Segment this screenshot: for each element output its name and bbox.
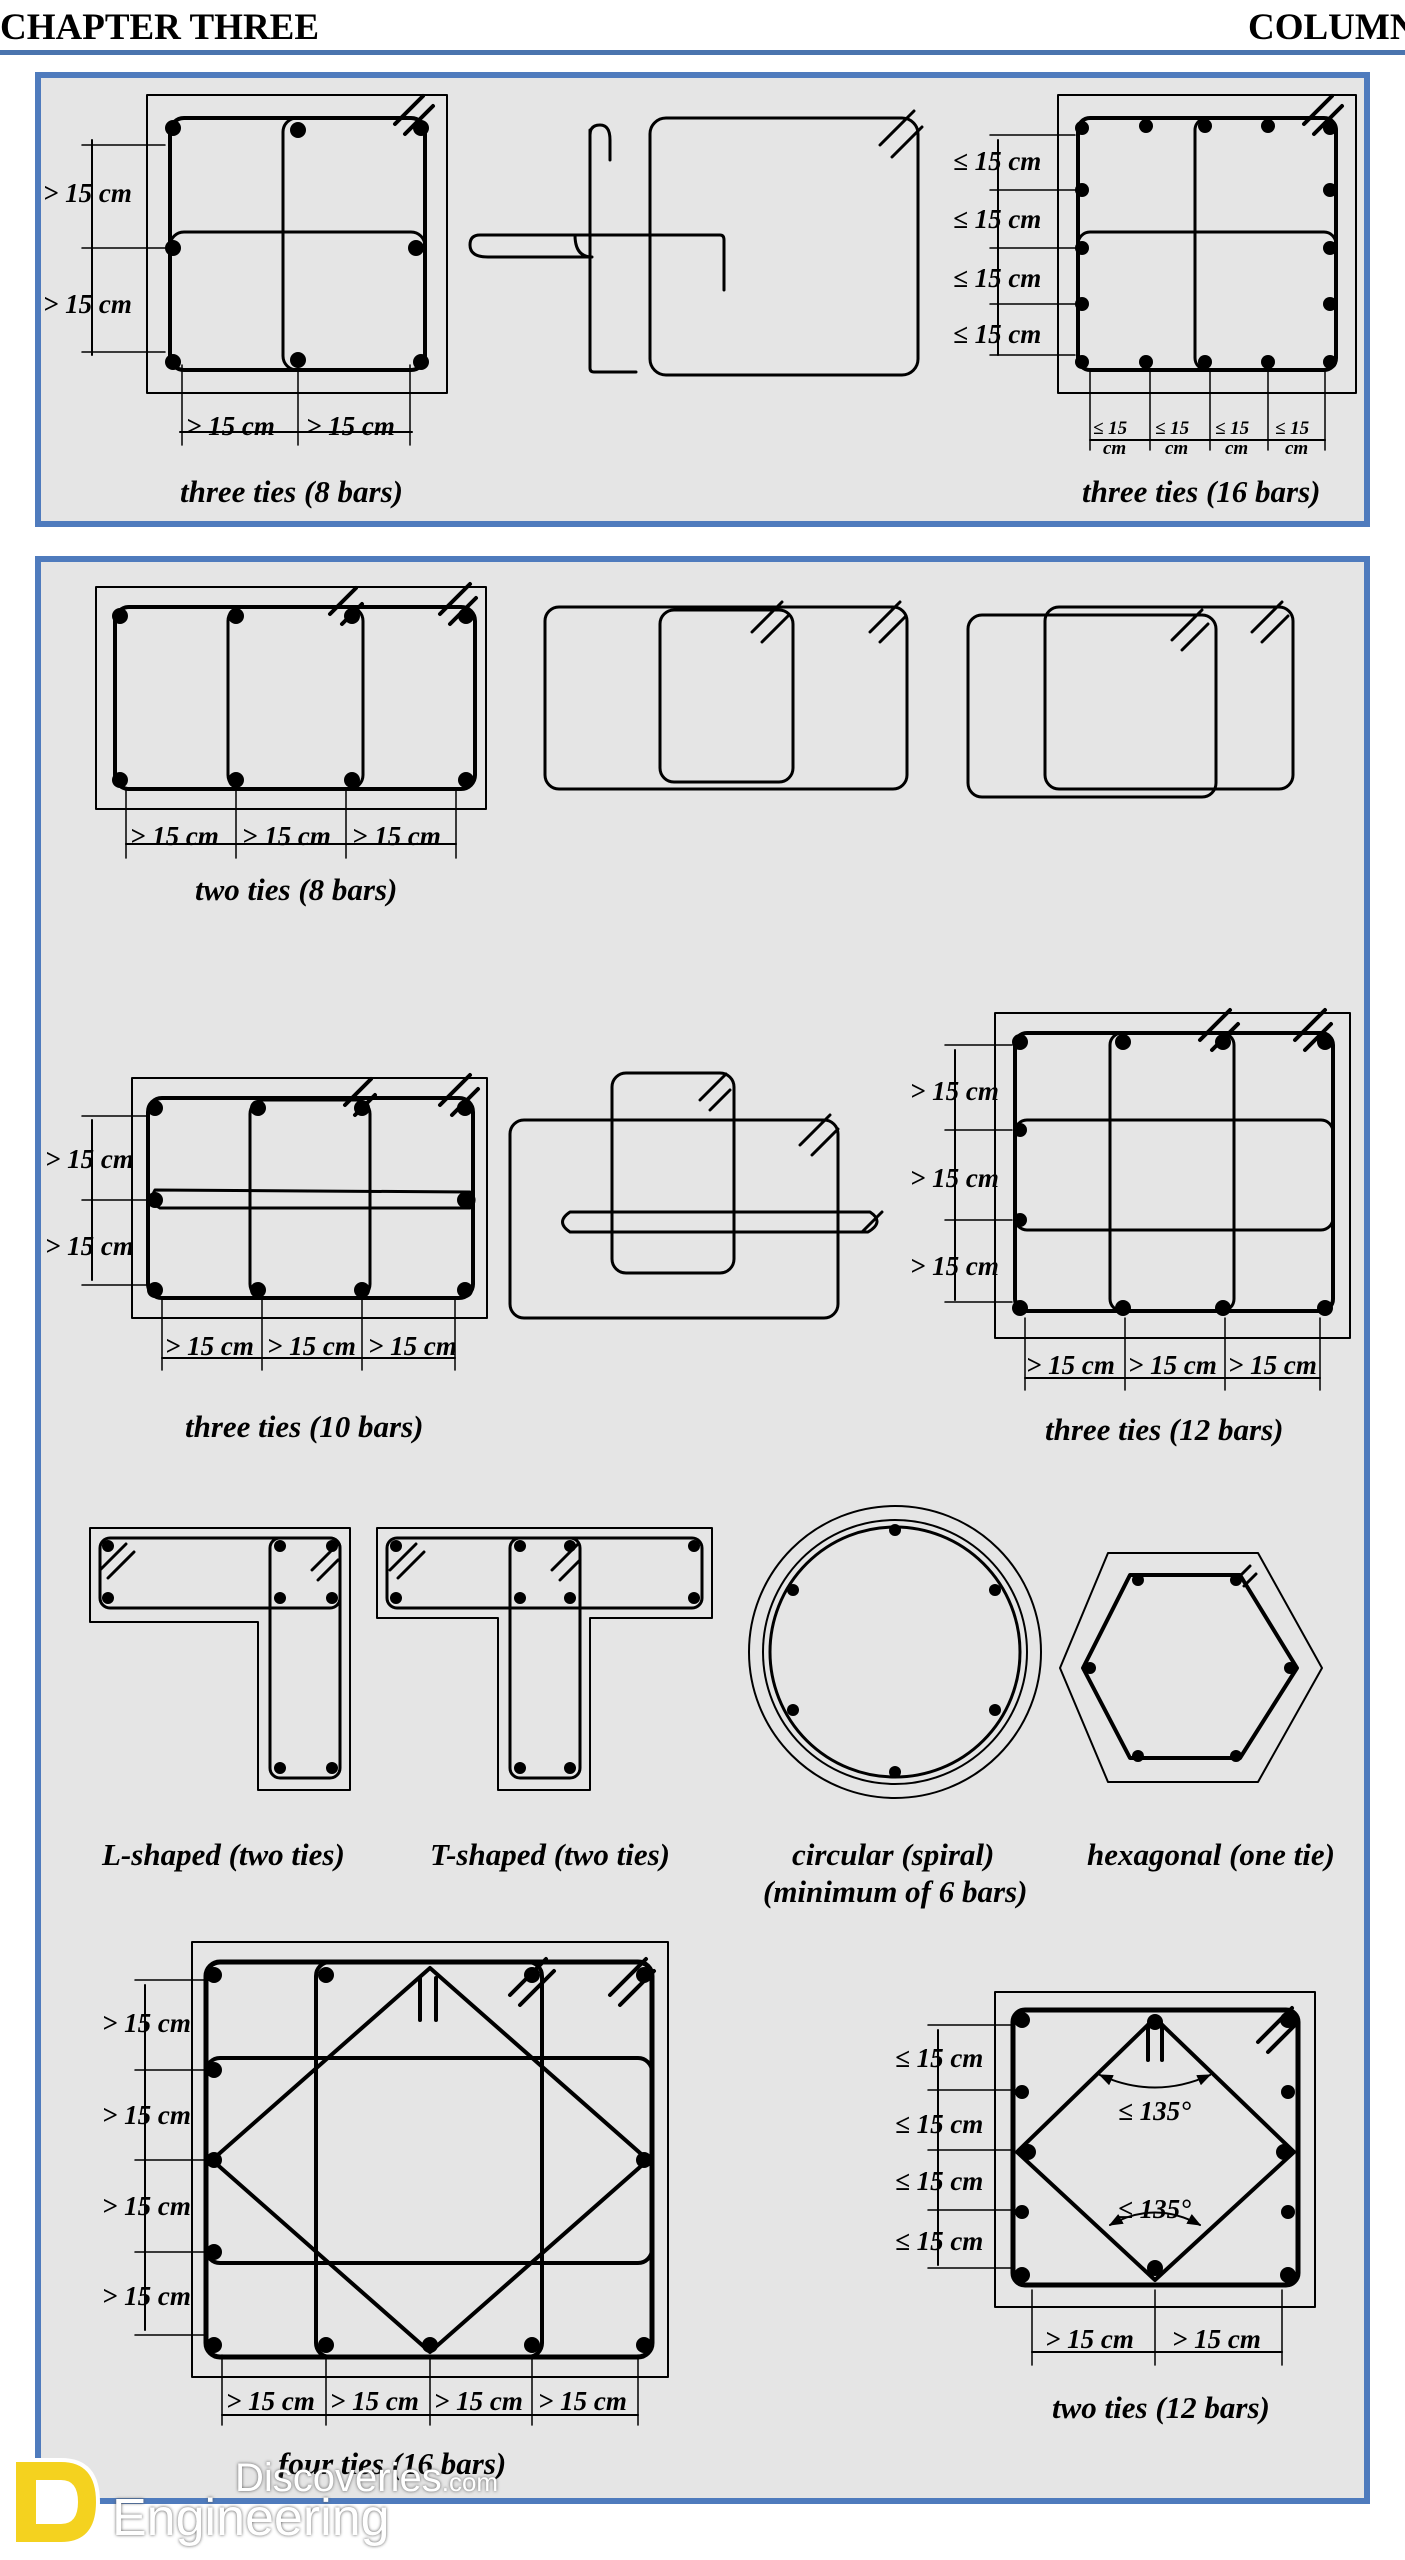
d10-caption: four ties (16 bars) [278,2446,506,2481]
d5-horizontal-spacing-2: > 15 cm [1128,1350,1217,1380]
d1-horizontal-spacing-1: > 15 cm [186,411,275,441]
d2-vertical-spacing-3: ≤ 15 cm [953,263,1041,293]
d5-horizontal-spacing-1: > 15 cm [1026,1350,1115,1380]
d2-horizontal-spacing-4-top: ≤ 15 [1275,418,1310,439]
d5-vertical-spacing-1: > 15 cm [910,1076,999,1106]
d4-horizontal-spacing-2: > 15 cm [267,1331,356,1361]
d3-horizontal-spacing-3: > 15 cm [352,821,441,851]
d3-horizontal-spacing-2: > 15 cm [242,821,331,851]
d5-vertical-spacing-3: > 15 cm [910,1251,999,1281]
d2-horizontal-spacing-3-top: ≤ 15 [1215,418,1250,439]
d2-vertical-spacing-2: ≤ 15 cm [953,204,1041,234]
diagram-three-ties-10-bars [81,1073,488,1371]
d10-vertical-spacing-3: > 15 cm [102,2191,191,2221]
d1-horizontal-spacing-2: > 15 cm [306,411,395,441]
d11-caption: two ties (12 bars) [1052,2390,1270,2425]
d11-vertical-spacing-1: ≤ 15 cm [895,2043,983,2073]
d2-horizontal-spacing-1-bot: cm [1103,438,1126,459]
d5-horizontal-spacing-3: > 15 cm [1228,1350,1317,1380]
diagram-four-ties-16-bars [134,1941,669,2426]
diagram-three-ties-16-bars [989,94,1357,451]
d2-vertical-spacing-1: ≤ 15 cm [953,146,1041,176]
d11-angle-top: ≤ 135° [1118,2096,1191,2126]
d11-angle-bottom: ≤ 135° [1118,2194,1191,2224]
section-title: COLUMN [1248,7,1405,48]
d2-horizontal-spacing-1-top: ≤ 15 [1093,418,1128,439]
d10-vertical-spacing-1: > 15 cm [102,2008,191,2038]
d4-vertical-spacing-2: > 15 cm [45,1231,134,1261]
top-panel [35,72,1370,527]
d1-vertical-spacing-2: > 15 cm [43,289,132,319]
d3-horizontal-spacing-1: > 15 cm [130,821,219,851]
d6-caption: L-shaped (two ties) [101,1837,345,1872]
d2-horizontal-spacing-2-bot: cm [1165,438,1188,459]
diagram-two-ties-8-bars [95,582,487,859]
d11-vertical-spacing-4: ≤ 15 cm [895,2226,983,2256]
d10-horizontal-spacing-4: > 15 cm [538,2386,627,2416]
diagram-l-shaped [89,1527,351,1791]
d11-horizontal-spacing-2: > 15 cm [1172,2324,1261,2354]
d2-horizontal-spacing-3-bot: cm [1225,438,1248,459]
d4-horizontal-spacing-1: > 15 cm [165,1331,254,1361]
d2-horizontal-spacing-4-bot: cm [1285,438,1308,459]
d10-horizontal-spacing-3: > 15 cm [434,2386,523,2416]
d8-caption-line2: (minimum of 6 bars) [763,1874,1027,1909]
d7-caption: T-shaped (two ties) [430,1837,670,1872]
d11-horizontal-spacing-1: > 15 cm [1045,2324,1134,2354]
diagram-circular-spiral [748,1505,1042,1799]
bottom-panel [35,556,1370,2504]
d10-horizontal-spacing-1: > 15 cm [226,2386,315,2416]
d4-vertical-spacing-1: > 15 cm [45,1144,134,1174]
diagram-three-ties-12-bars [944,1008,1351,1391]
diagram-hexagonal [1059,1552,1323,1783]
diagram-two-ties-components [543,600,1295,799]
diagram-two-ties-12-bars [927,1991,1316,2366]
d10-vertical-spacing-2: > 15 cm [102,2100,191,2130]
d11-vertical-spacing-3: ≤ 15 cm [895,2166,983,2196]
d1-caption: three ties (8 bars) [180,474,403,509]
page-header: CHAPTER THREE COLUMN [0,0,1405,55]
d2-vertical-spacing-4: ≤ 15 cm [953,319,1041,349]
d11-vertical-spacing-2: ≤ 15 cm [895,2109,983,2139]
d3-caption: two ties (8 bars) [195,872,397,907]
chapter-title: CHAPTER THREE [0,7,320,48]
d2-horizontal-spacing-2-top: ≤ 15 [1155,418,1190,439]
d10-vertical-spacing-4: > 15 cm [102,2281,191,2311]
watermark-line1: Discoveries.com [235,2456,499,2500]
d9-caption: hexagonal (one tie) [1087,1837,1335,1872]
d5-vertical-spacing-2: > 15 cm [910,1163,999,1193]
d8-caption-line1: circular (spiral) [792,1837,994,1872]
diagram-t-shaped [376,1527,713,1791]
d1-vertical-spacing-1: > 15 cm [43,178,132,208]
watermark: Discoveries.com Engineering [0,2448,520,2560]
d2-caption: three ties (16 bars) [1082,474,1321,509]
diagram-three-ties-8-bars [81,94,448,446]
d10-horizontal-spacing-2: > 15 cm [330,2386,419,2416]
watermark-line2: Engineering [112,2489,390,2547]
diagram-three-ties-10-components [508,1071,884,1320]
d5-caption: three ties (12 bars) [1045,1412,1284,1447]
d4-horizontal-spacing-3: > 15 cm [368,1331,457,1361]
engineering-discoveries-logo-icon [12,2458,101,2546]
diagram-tie-components [468,109,924,377]
d4-caption: three ties (10 bars) [185,1409,424,1444]
